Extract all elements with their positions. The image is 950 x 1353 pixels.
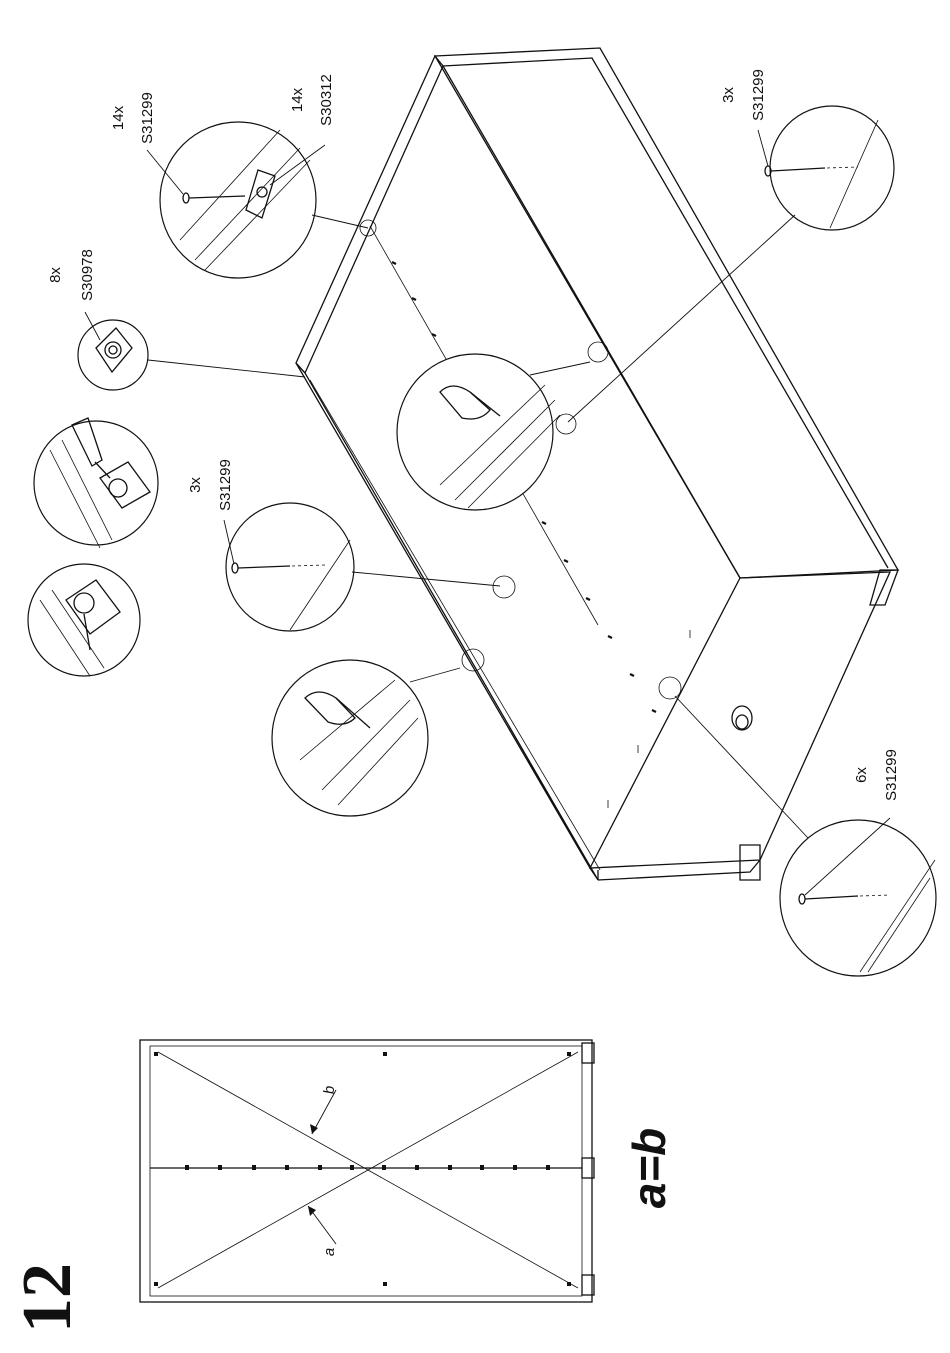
qty-label: 6x: [853, 767, 870, 783]
detail-cam-insert: [28, 564, 140, 676]
code-label: S30312: [318, 74, 335, 126]
detail-screwdriver: [34, 418, 158, 548]
detail-nail-bracket: [160, 122, 376, 278]
diagonal-label-a: a: [321, 1248, 338, 1256]
detail-marking-left: [272, 649, 484, 816]
detail-nail-right-top: [556, 106, 894, 434]
qty-label: 14x: [289, 87, 306, 112]
qty-label: 3x: [720, 87, 737, 103]
cabinet-foot-icon: [732, 706, 752, 730]
code-label: S31299: [750, 69, 767, 121]
code-label: S31299: [139, 92, 156, 144]
detail-cam-connector: [78, 320, 305, 390]
code-label: S31299: [883, 749, 900, 801]
code-label: S30978: [79, 249, 96, 301]
detail-marking-center: [397, 342, 608, 510]
diagonal-check-diagram: b a: [140, 1040, 594, 1302]
diagonal-label-b: b: [321, 1086, 338, 1094]
detail-nail-right-bottom: [659, 677, 936, 976]
code-label: S31299: [217, 459, 234, 511]
panel-holes: [154, 1052, 571, 1286]
qty-label: 3x: [187, 477, 204, 493]
diagonal-equation: a=b: [623, 1128, 675, 1209]
detail-nail-middle: [226, 503, 515, 631]
qty-label: 14x: [110, 105, 127, 130]
qty-label: 8x: [47, 267, 64, 283]
divider-nail-marks: [392, 262, 690, 808]
step-number: 12: [9, 1263, 86, 1333]
